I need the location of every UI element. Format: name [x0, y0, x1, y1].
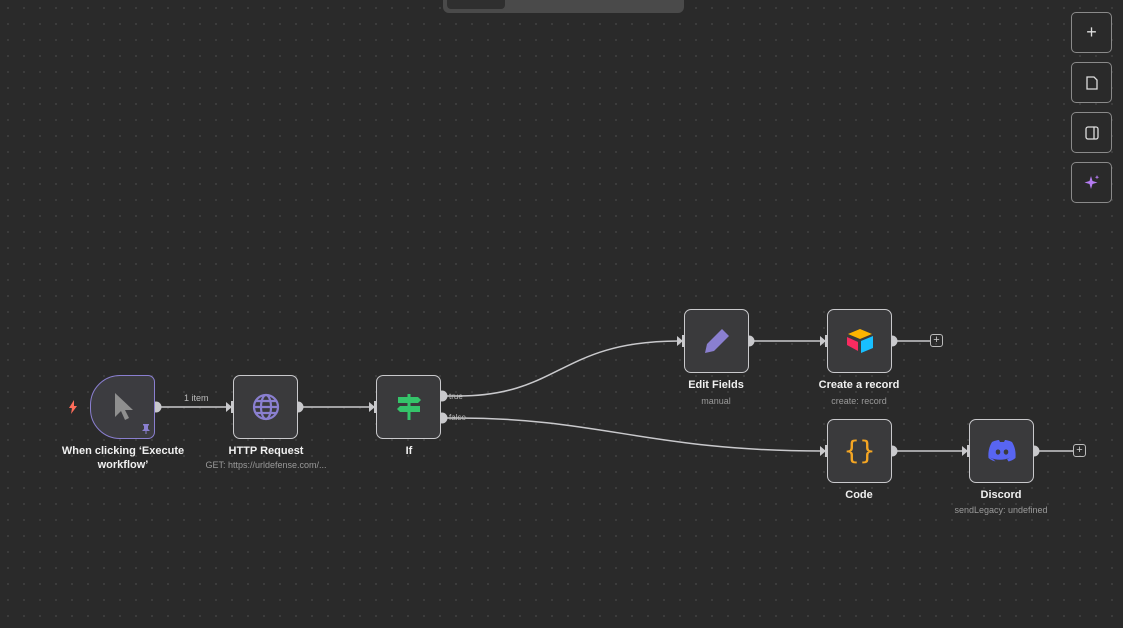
toggle-panel-button[interactable] [1071, 112, 1112, 153]
node-http-request[interactable] [233, 375, 298, 439]
cursor-icon [114, 393, 133, 420]
signpost-icon [396, 394, 421, 420]
sticky-note-button[interactable] [1071, 62, 1112, 103]
if-true-label: true [449, 392, 463, 401]
node-edit-fields[interactable] [684, 309, 749, 373]
toolbar-tab-active[interactable] [447, 0, 505, 9]
note-icon [1085, 75, 1098, 90]
node-subtitle: manual [701, 396, 731, 406]
node-manual-trigger[interactable] [90, 375, 155, 439]
plus-icon: + [1086, 22, 1097, 42]
lightning-icon [69, 400, 77, 414]
node-title: When clicking ‘Execute workflow’ [61, 445, 185, 471]
airtable-icon [846, 329, 873, 353]
if-false-label: false [449, 413, 466, 422]
pencil-icon [704, 329, 729, 353]
node-discord[interactable] [969, 419, 1034, 483]
add-node-button[interactable]: + [1071, 12, 1112, 53]
node-code[interactable]: {} [827, 419, 892, 483]
node-airtable-create-record[interactable] [827, 309, 892, 373]
add-next-node-button[interactable]: + [930, 334, 943, 347]
code-braces-icon: {} [843, 436, 876, 466]
node-title: Create a record [818, 379, 900, 391]
item-count-label: 1 item [184, 393, 209, 403]
node-if[interactable] [376, 375, 441, 439]
node-title: Edit Fields [688, 379, 744, 391]
node-title: Discord [980, 489, 1022, 501]
add-next-node-button[interactable]: + [1073, 444, 1086, 457]
node-subtitle: sendLegacy: undefined [954, 505, 1048, 515]
node-subtitle: GET: https://urldefense.com/... [205, 460, 327, 470]
node-title: Code [845, 489, 873, 501]
node-title: If [405, 445, 413, 457]
discord-icon [987, 440, 1016, 462]
ai-assistant-button[interactable] [1071, 162, 1112, 203]
sparkle-icon [1084, 174, 1099, 189]
globe-icon [252, 393, 279, 421]
top-toolbar[interactable] [443, 0, 684, 13]
pin-icon [142, 424, 150, 434]
node-subtitle: create: record [831, 396, 887, 406]
panel-icon [1084, 125, 1099, 140]
node-title: HTTP Request [228, 445, 304, 457]
